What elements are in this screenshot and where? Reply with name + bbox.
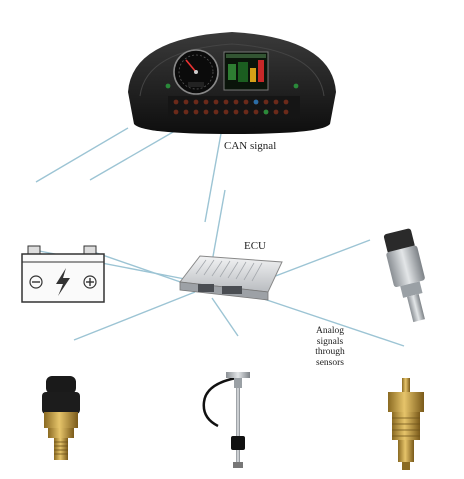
indicator-lamp-left	[165, 83, 171, 89]
analog-label-line-3: through	[315, 347, 345, 357]
lcd-screen	[223, 51, 269, 91]
indicator-lamp-right	[293, 83, 299, 89]
dashboard-display-icon	[128, 32, 336, 134]
analog-signals-label: Analog signals through sensors	[300, 326, 360, 368]
fuel-level-sensor-icon	[202, 372, 250, 468]
battery-icon	[21, 245, 105, 303]
analog-label-line-4: sensors	[316, 357, 344, 368]
can-line-to-ecu-2	[211, 189, 226, 263]
ecu-module-icon	[179, 255, 283, 301]
can-line-left-outer	[35, 127, 129, 183]
analog-label-line-1: Analog	[316, 326, 344, 336]
speed-sensor-icon	[383, 228, 425, 323]
tachometer-gauge	[173, 49, 219, 95]
warning-lights-row	[168, 96, 300, 118]
can-line-to-ecu	[204, 127, 223, 223]
fuel-sensor-line	[211, 297, 239, 337]
can-line-left-inner	[89, 127, 181, 181]
temp-sensor-line	[254, 295, 405, 347]
can-signal-label: CAN signal	[224, 140, 277, 152]
ecu-label: ECU	[244, 240, 266, 252]
temperature-sensor-icon	[388, 378, 424, 470]
pressure-sensor-line	[73, 291, 196, 341]
connection-lines	[33, 127, 405, 347]
pressure-sensor-icon	[42, 376, 80, 460]
battery-line-2	[87, 249, 193, 287]
speed-sensor-line	[264, 239, 371, 281]
analog-label-line-2: signals	[316, 336, 344, 347]
